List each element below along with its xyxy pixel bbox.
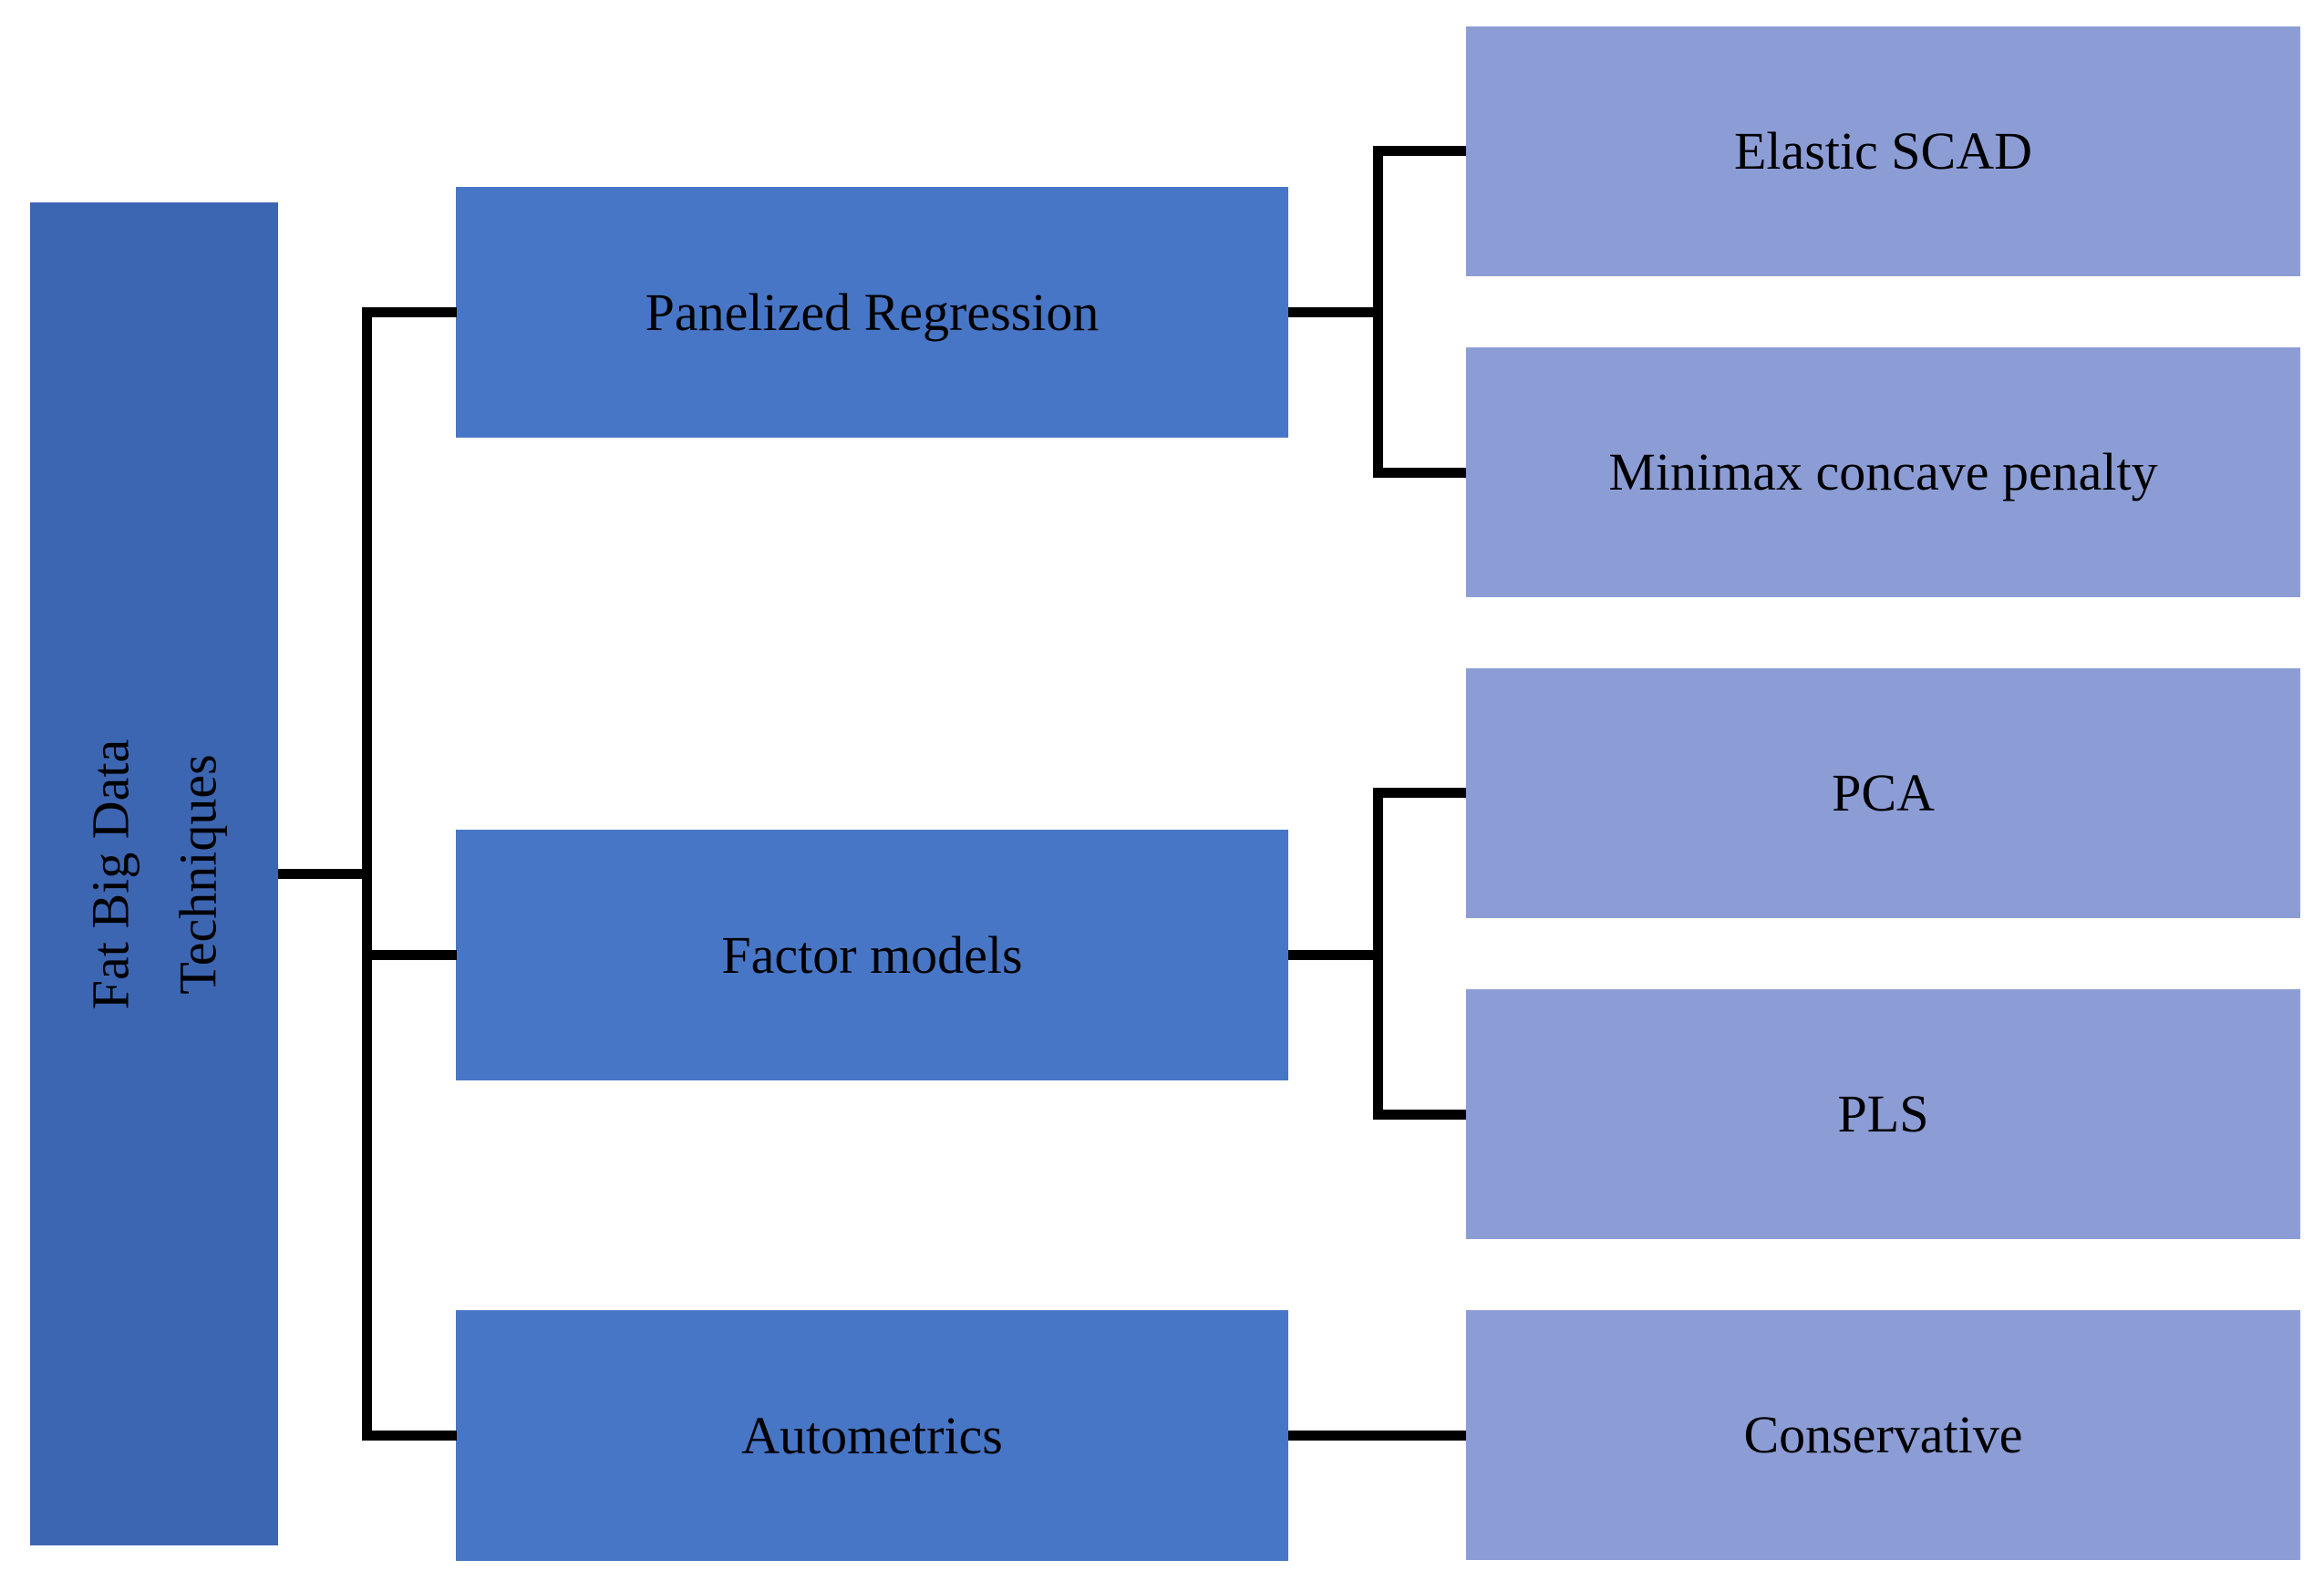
leaf-node-conservative: Conservative — [1466, 1310, 2300, 1560]
leaf-node-label: PLS — [1837, 1084, 1929, 1144]
connector-panelized-bracket — [1373, 146, 1383, 478]
leaf-node-minimax-concave-penalty: Minimax concave penalty — [1466, 347, 2300, 597]
connector-panelized-stub — [1288, 307, 1383, 317]
branch-node-panelized-regression: Panelized Regression — [456, 187, 1288, 438]
leaf-node-pca: PCA — [1466, 668, 2300, 918]
root-node-fat-big-data-techniques: Fat Big Data Techniques — [30, 202, 278, 1545]
connector-to-minimax-concave-penalty — [1373, 468, 1466, 478]
leaf-node-label: Elastic SCAD — [1733, 121, 2033, 181]
leaf-node-label: Minimax concave penalty — [1608, 442, 2158, 502]
leaf-node-label: Conservative — [1743, 1405, 2023, 1465]
leaf-node-elastic-scad: Elastic SCAD — [1466, 26, 2300, 276]
root-node-label: Fat Big Data Techniques — [67, 739, 241, 1008]
connector-to-panelized-regression — [362, 307, 457, 317]
branch-node-label: Autometrics — [741, 1405, 1003, 1465]
connector-to-elastic-scad — [1373, 146, 1466, 156]
connector-root-stub — [278, 869, 367, 879]
connector-to-conservative — [1288, 1431, 1466, 1441]
connector-to-factor-models — [362, 950, 457, 960]
connector-factor-models-bracket — [1373, 788, 1383, 1120]
leaf-node-label: PCA — [1832, 763, 1935, 823]
connector-root-trunk — [362, 307, 372, 1441]
branch-node-factor-models: Factor models — [456, 830, 1288, 1080]
connector-to-pca — [1373, 788, 1466, 798]
branch-node-label: Panelized Regression — [645, 282, 1100, 342]
connector-to-autometrics — [362, 1431, 457, 1441]
connector-to-pls — [1373, 1110, 1466, 1120]
root-label-line-2: Techniques — [168, 753, 227, 995]
root-label-line-1: Fat Big Data — [80, 739, 140, 1009]
branch-node-autometrics: Autometrics — [456, 1310, 1288, 1561]
branch-node-label: Factor models — [721, 925, 1023, 985]
leaf-node-pls: PLS — [1466, 989, 2300, 1239]
connector-factor-models-stub — [1288, 950, 1383, 960]
